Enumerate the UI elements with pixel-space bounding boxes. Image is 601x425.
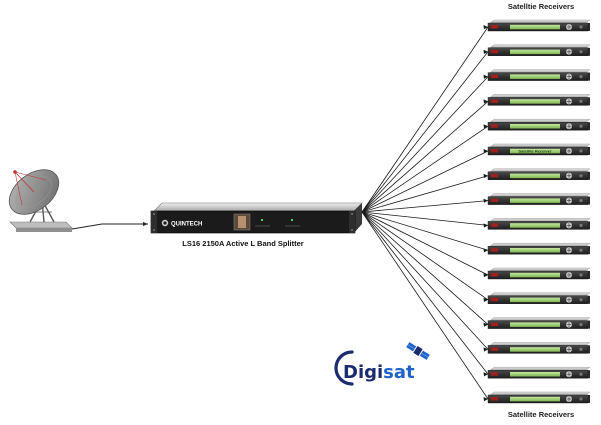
- status-led: [290, 218, 294, 222]
- receiver-led: [491, 347, 498, 351]
- satellite-dish-icon: [8, 169, 73, 232]
- receiver-display: [510, 198, 560, 203]
- satellite-receiver: [487, 44, 591, 56]
- satellite-receiver: [487, 118, 591, 131]
- receiver-display: [510, 297, 560, 303]
- cable-arrow: [483, 223, 488, 228]
- satellite-receiver: [487, 69, 591, 81]
- satellite-receiver: [487, 267, 591, 280]
- satellite-receiver: [487, 242, 591, 255]
- receiver-led: [491, 99, 498, 103]
- fanout-cable: [361, 211, 489, 301]
- receivers-title-top: Satelltie Receivers: [508, 2, 574, 11]
- fanout-cables: [361, 25, 489, 402]
- fanout-cable: [361, 51, 489, 213]
- cable-arrow: [483, 99, 488, 104]
- cable-arrow: [483, 347, 488, 352]
- dish-cable: [71, 223, 148, 230]
- receiver-led: [491, 149, 498, 153]
- satellite-receiver: [487, 367, 591, 379]
- receiver-display: [510, 99, 560, 104]
- satellite-receiver: [487, 391, 591, 404]
- satellite-receiver: [487, 19, 591, 32]
- receiver-display: [510, 173, 560, 179]
- receiver-inline-label: Satellite Receiver: [518, 148, 552, 153]
- receiver-display: [510, 272, 560, 278]
- fanout-cable: [361, 211, 489, 400]
- receiver-led: [491, 198, 498, 203]
- receiver-display: [510, 372, 560, 377]
- receiver-led: [491, 397, 498, 401]
- satellite-receiver: [487, 218, 591, 230]
- satellite-receiver: [487, 94, 591, 106]
- receiver-led: [491, 25, 498, 29]
- receiver-display: [510, 74, 560, 79]
- cable-arrow: [483, 322, 488, 327]
- fanout-cable: [361, 211, 489, 350]
- cable-arrow: [483, 124, 488, 129]
- receiver-display: [510, 223, 560, 228]
- splitter-label: LS16 2150A Active L Band Splitter: [182, 239, 304, 248]
- fanout-cable: [361, 211, 489, 251]
- splitter-unit: QUINTECH: [150, 202, 363, 234]
- receiver-display: [510, 347, 560, 352]
- cable-arrow: [483, 74, 488, 79]
- power-led: [260, 218, 264, 222]
- svg-text:Digisat: Digisat: [343, 362, 415, 383]
- receiver-led: [491, 248, 498, 252]
- fanout-cable: [361, 76, 489, 213]
- receiver-led: [491, 124, 498, 128]
- receiver-display: [510, 148, 560, 154]
- fanout-cable: [361, 211, 489, 276]
- satellite-receiver: [487, 168, 591, 181]
- fanout-cable: [361, 200, 489, 213]
- satellite-icon: [406, 342, 430, 360]
- satellite-receiver: [487, 342, 591, 354]
- satellite-receiver: [487, 143, 591, 156]
- receiver-led: [491, 49, 498, 54]
- receiver-display: [510, 396, 560, 402]
- logo-text-part1: Digi: [343, 362, 383, 383]
- receiver-stack: Satellite Receiver: [487, 19, 591, 404]
- fanout-cable: [361, 175, 489, 213]
- cable-arrow: [483, 49, 488, 54]
- receiver-display: [510, 322, 560, 327]
- receivers-title-bottom: Satellite Receivers: [508, 410, 574, 419]
- satellite-receiver: [487, 193, 591, 205]
- receiver-display: [510, 248, 560, 253]
- receiver-led: [491, 74, 498, 79]
- fanout-cable: [361, 101, 489, 213]
- receiver-led: [491, 372, 498, 376]
- fanout-cable: [361, 211, 489, 375]
- receiver-display: [510, 24, 560, 30]
- cable-arrow: [483, 297, 488, 302]
- fanout-cable: [361, 125, 489, 213]
- receiver-led: [491, 322, 498, 327]
- cable-arrow: [483, 173, 488, 178]
- receiver-display: [510, 49, 560, 55]
- receiver-display: [510, 124, 560, 129]
- cable-arrow: [483, 248, 488, 253]
- fanout-cable: [361, 26, 489, 213]
- fanout-cable: [361, 211, 489, 325]
- cable-arrow: [483, 198, 488, 203]
- satellite-receiver: [487, 292, 591, 304]
- fanout-cable: [361, 150, 489, 213]
- logo-text-part2: sat: [383, 362, 415, 383]
- receiver-led: [491, 223, 498, 227]
- splitter-brand: QUINTECH: [171, 222, 202, 228]
- satellite-receiver: [487, 317, 591, 329]
- cable-arrow: [483, 397, 488, 402]
- cable-arrow: [483, 273, 488, 278]
- fanout-cable: [361, 211, 489, 226]
- receiver-led: [491, 273, 498, 277]
- digisat-logo: Digisat: [334, 342, 430, 386]
- cable-arrow: [483, 25, 488, 30]
- cable-arrow: [483, 149, 488, 154]
- receiver-led: [491, 173, 498, 178]
- receiver-led: [491, 297, 498, 302]
- cable-arrow: [483, 372, 488, 377]
